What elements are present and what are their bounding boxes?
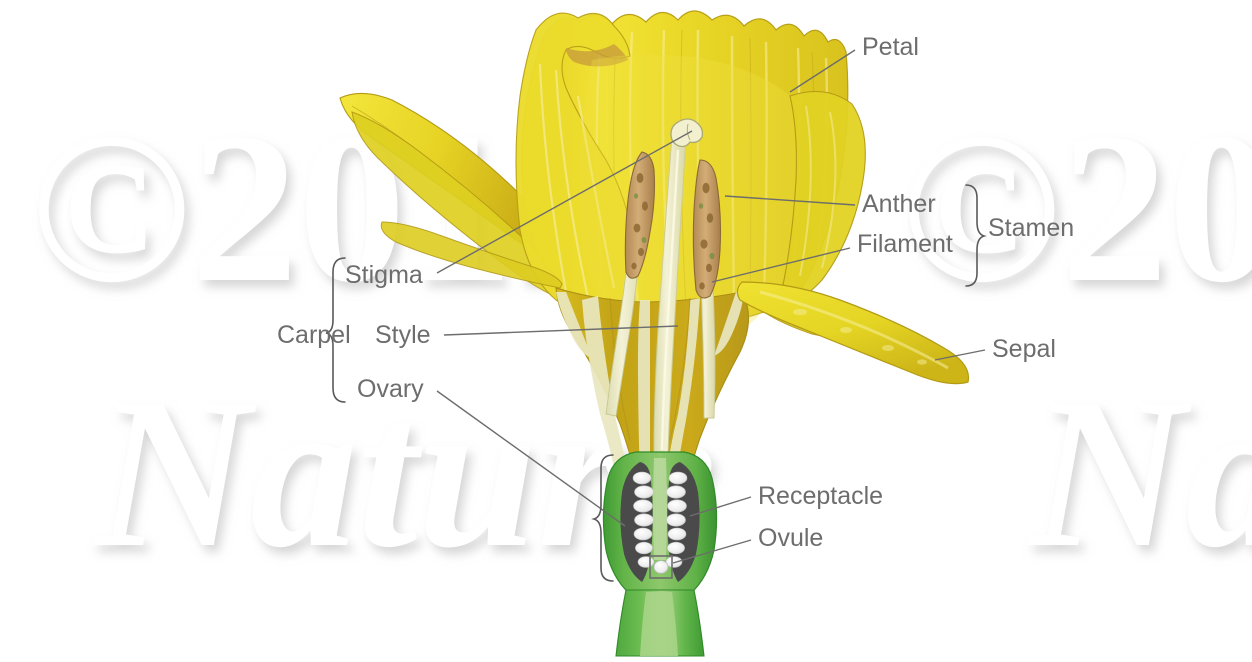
label-sepal: Sepal (992, 335, 1056, 363)
label-petal: Petal (862, 33, 919, 61)
ovule-callout-box (649, 555, 673, 579)
petal-front-curl (515, 12, 635, 315)
petal-curl-inner-shadow (566, 44, 628, 67)
leader-sepal (934, 349, 986, 361)
stem-group (615, 589, 705, 657)
leader-anther (724, 195, 856, 206)
anther-right-texture (699, 182, 714, 290)
watermark-brand-right: Nature (1028, 353, 1252, 592)
label-receptacle: Receptacle (758, 482, 883, 510)
stem-highlight (640, 592, 678, 656)
label-ovary: Ovary (357, 375, 424, 403)
leader-stigma (436, 130, 693, 274)
style-highlight (660, 149, 680, 451)
petal-curl-veins (538, 63, 616, 299)
label-stigma: Stigma (345, 261, 423, 289)
ovary-placenta-column (653, 458, 667, 560)
leader-lines (436, 49, 986, 564)
label-filament: Filament (857, 230, 953, 258)
brace-group (325, 184, 987, 582)
anther-right-green-specks (698, 203, 715, 260)
label-carpel: Carpel (277, 321, 351, 349)
leader-style (443, 325, 679, 336)
ovule-highlighted (653, 560, 669, 574)
watermark-copyright-right: ©2012 (900, 88, 1252, 327)
carpel-brace (325, 257, 346, 403)
ovule-column-right (665, 471, 688, 568)
leader-petal (789, 49, 856, 93)
sepal-left-strap (380, 221, 563, 289)
ovule-column-left (632, 471, 655, 568)
leader-receptacle (689, 496, 752, 517)
label-style: Style (375, 321, 431, 349)
stigma-shape (670, 118, 704, 148)
leader-ovule (672, 539, 752, 564)
label-group: Petal Anther Filament Stamen Sepal Stigm… (277, 33, 1074, 552)
leader-filament (711, 247, 851, 283)
flower-illustration (339, 10, 970, 657)
anther-left-texture (631, 173, 648, 270)
style-group (653, 118, 704, 453)
sepal-shape (736, 281, 970, 385)
ovary-brace (591, 454, 614, 582)
anther-right (692, 159, 722, 299)
sepal-highlight (759, 290, 949, 370)
sepal-group (736, 281, 970, 385)
petal-right-lobe (777, 91, 866, 309)
anther-left-green-specks (634, 193, 647, 243)
petal-right-veins (799, 105, 837, 277)
label-stamen: Stamen (988, 214, 1074, 242)
stamen-brace (965, 184, 987, 287)
anther-left (624, 151, 656, 279)
label-ovule: Ovule (758, 524, 823, 552)
leader-ovary (436, 390, 626, 527)
label-anther: Anther (862, 190, 936, 218)
sepal-speckles (793, 308, 927, 365)
stigma-cleft (686, 123, 691, 141)
floral-tube-striations (556, 292, 744, 478)
stamen-group (605, 151, 722, 419)
floral-tube (555, 287, 750, 479)
